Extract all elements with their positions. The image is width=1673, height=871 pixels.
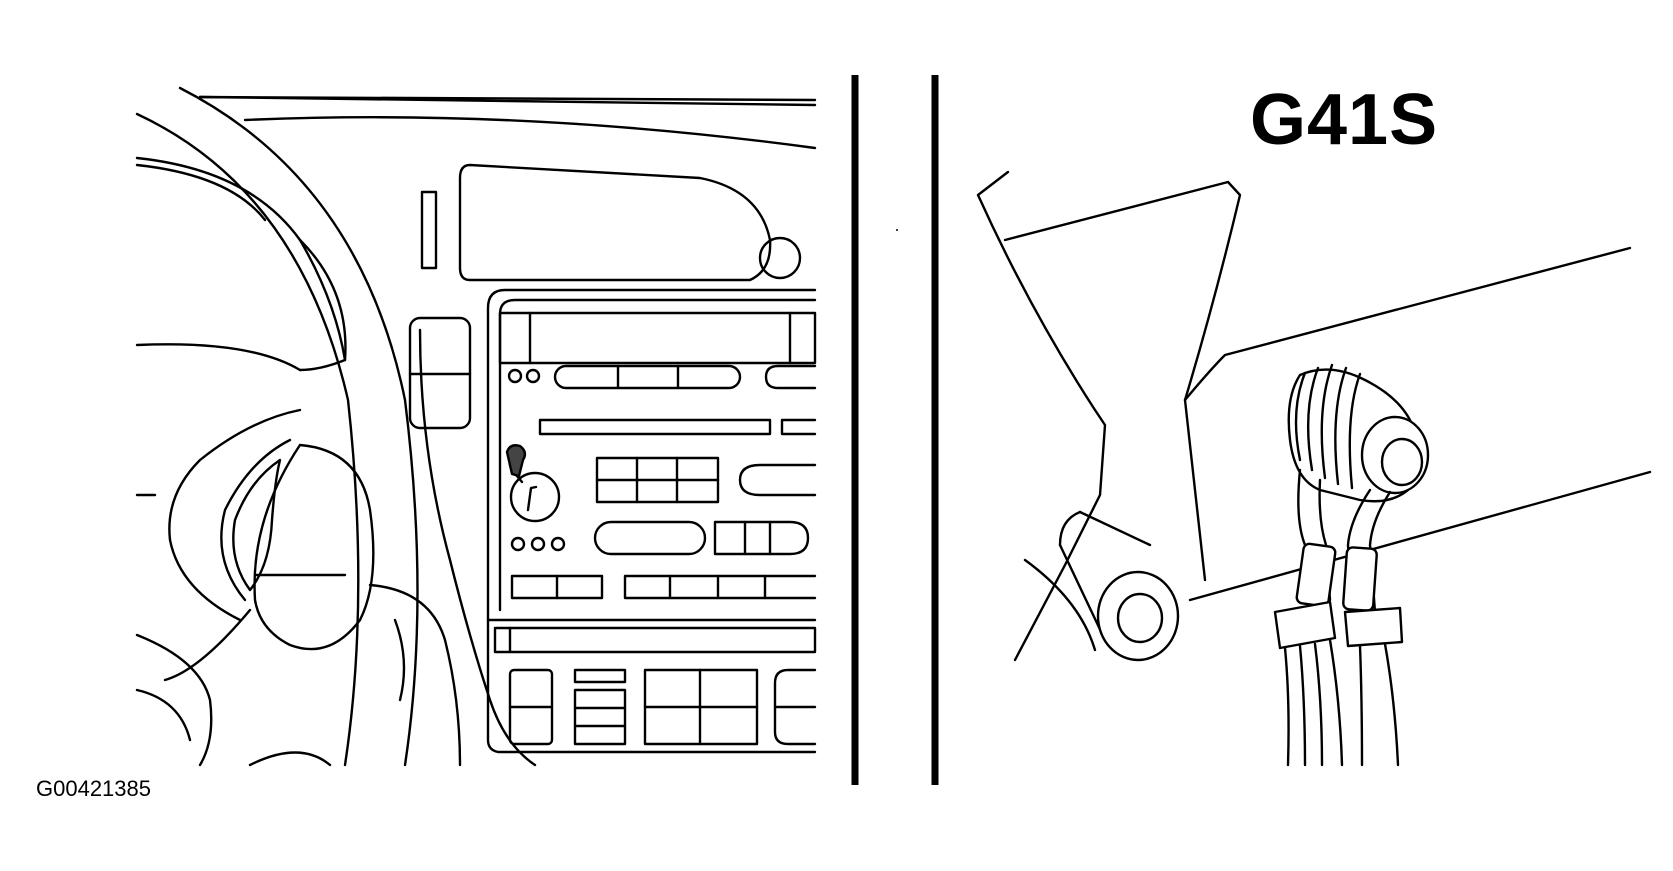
ground-point-label: G41S [1250,80,1439,160]
lower-stack-controls [493,626,817,746]
panel-dividers [851,75,939,785]
dashboard-view [135,86,817,767]
figure-id-label: G00421385 [36,776,151,801]
ground-stud [1058,510,1180,662]
dash-switch-block [408,190,472,430]
ground-wires [1273,468,1404,767]
steering-hub [163,238,375,682]
mounting-bracket [976,170,1652,662]
steering-wheel [135,86,419,767]
ground-detail-view [976,170,1652,767]
radio-unit [498,311,817,436]
climate-control [505,444,817,600]
upper-display [458,163,802,282]
lower-dash-contours [135,328,537,767]
ground-bolt [1287,363,1430,503]
dash-top-contours [198,95,817,150]
